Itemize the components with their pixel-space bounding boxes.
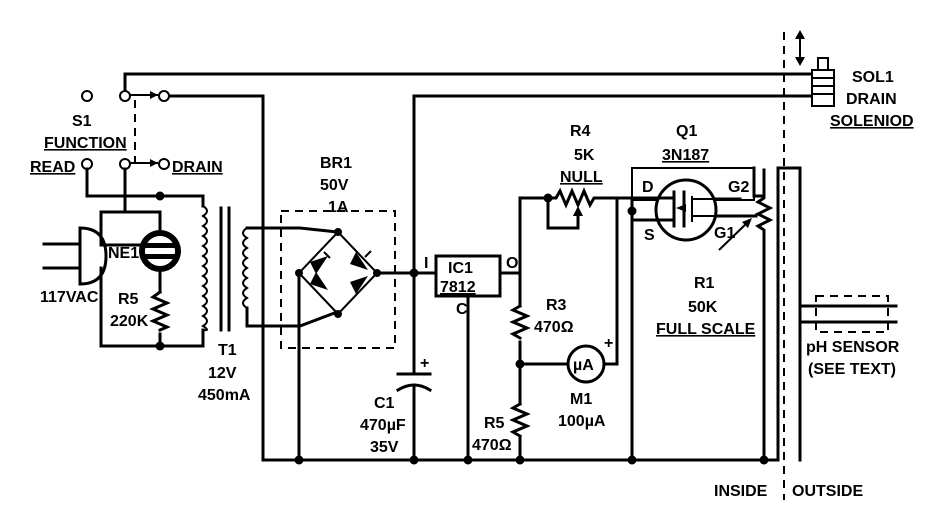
label-pin-source: S xyxy=(644,227,655,244)
label-r5-top-value: 220K xyxy=(110,313,149,330)
label-br1-voltage: 50V xyxy=(320,177,349,194)
label-r1-value: 50K xyxy=(688,299,718,316)
ac-plug-icon xyxy=(42,226,108,286)
label-sol-drain: DRAIN xyxy=(846,91,897,108)
label-pin-gate1: G1 xyxy=(714,225,735,242)
label-plug-voltage: 117VAC xyxy=(40,289,99,306)
label-ic-output: O xyxy=(506,255,518,272)
resistor-r5-220k xyxy=(149,289,171,332)
label-c1: C1 xyxy=(374,395,395,412)
label-m1: M1 xyxy=(570,391,592,408)
label-ic1: IC1 xyxy=(448,260,473,277)
potentiometer-r1 xyxy=(718,168,774,462)
function-switch-s1 xyxy=(81,90,170,170)
label-r5-bottom-value: 470Ω xyxy=(472,437,512,454)
label-meter-plus: + xyxy=(604,335,613,352)
label-r4-value: 5K xyxy=(574,147,595,164)
label-r3-value: 470Ω xyxy=(534,319,574,336)
label-outside: OUTSIDE xyxy=(792,483,863,500)
label-pin-gate2: G2 xyxy=(728,179,749,196)
label-sol1: SOL1 xyxy=(852,69,894,86)
regulator-ic1 xyxy=(434,254,502,298)
label-t1-voltage: 12V xyxy=(208,365,237,382)
label-c1-plus: + xyxy=(420,355,429,372)
ph-sensor-probe xyxy=(798,295,898,333)
label-q1: Q1 xyxy=(676,123,697,140)
solenoid-motion-arrow-icon xyxy=(795,30,805,66)
label-pin-drain: D xyxy=(642,179,654,196)
label-ic-part: 7812 xyxy=(440,279,476,296)
transformer-t1-icon xyxy=(201,205,249,332)
label-r3: R3 xyxy=(546,297,567,314)
label-meter-symbol: µA xyxy=(573,357,594,374)
label-null: NULL xyxy=(560,169,603,186)
resistor-r5-470 xyxy=(509,401,531,439)
label-t1-current: 450mA xyxy=(198,387,251,404)
label-inside: INSIDE xyxy=(714,483,768,500)
label-q1-part: 3N187 xyxy=(662,147,709,164)
solenoid-feed-wires xyxy=(123,72,814,462)
label-ne1: NE1 xyxy=(108,245,139,262)
label-m1-value: 100µA xyxy=(558,413,606,430)
label-r1: R1 xyxy=(694,275,715,292)
label-drain-switch: DRAIN xyxy=(172,159,223,176)
label-c1-value: 470µF xyxy=(360,417,406,434)
label-function: FUNCTION xyxy=(44,135,127,152)
solenoid-sol1-icon xyxy=(811,57,835,107)
mosfet-q1 xyxy=(630,178,758,242)
label-c1-voltage: 35V xyxy=(370,439,399,456)
label-full-scale: FULL SCALE xyxy=(656,321,756,338)
label-r5-top: R5 xyxy=(118,291,139,308)
label-ph-sensor: pH SENSOR xyxy=(806,339,900,356)
label-t1: T1 xyxy=(218,342,237,359)
label-br1-current: 1A xyxy=(328,199,349,216)
potentiometer-r4 xyxy=(543,187,634,230)
neon-lamp-icon xyxy=(139,230,181,272)
label-br1: BR1 xyxy=(320,155,352,172)
label-solenoid: SOLENIOD xyxy=(830,113,914,130)
resistor-r3 xyxy=(509,303,531,341)
label-r5-bottom: R5 xyxy=(484,415,505,432)
label-ic-input: I xyxy=(424,255,428,272)
label-r4: R4 xyxy=(570,123,591,140)
label-read: READ xyxy=(30,159,75,176)
label-see-text: (SEE TEXT) xyxy=(808,361,896,378)
label-ic-common: C xyxy=(456,301,468,318)
bridge-rectifier-box xyxy=(280,210,396,349)
bridge-rectifier-br1 xyxy=(297,230,379,316)
label-s1: S1 xyxy=(72,113,92,130)
